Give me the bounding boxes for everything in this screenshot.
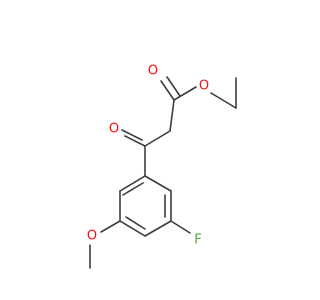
fluorine-label: F	[194, 233, 201, 248]
bond-ring-4	[144, 220, 172, 237]
molecule-structure: O O O F O	[87, 64, 237, 269]
bond-ring-3-inner	[125, 216, 146, 230]
bond-ring-3	[119, 220, 146, 237]
bond-ring-f	[170, 220, 191, 234]
ester-carbonyl-oxygen-label: O	[148, 64, 158, 79]
ester-oxygen-label: O	[199, 79, 209, 94]
bond-ring-methoxy-o	[100, 220, 121, 233]
bond-ester-c-ch2	[169, 99, 175, 132]
bond-ethyl-c2-o	[210, 92, 237, 109]
bond-ester-c-double-o-1	[160, 80, 175, 101]
bond-o-carbonyl-c	[173, 86, 197, 101]
methoxy-oxygen-label: O	[87, 229, 97, 244]
bond-ketone-c-double-o-1	[124, 135, 146, 147]
bond-ring-1	[119, 175, 146, 192]
bond-ring-1-inner	[122, 182, 144, 196]
bond-ch2-ketone-c	[144, 130, 171, 147]
ketone-oxygen-label: O	[109, 122, 119, 137]
bond-ester-c-double-o-2	[166, 76, 181, 97]
bond-ketone-c-double-o-2	[121, 129, 143, 141]
bond-ring-6	[144, 175, 172, 192]
molecule-canvas: O O O F O	[86, 63, 237, 269]
